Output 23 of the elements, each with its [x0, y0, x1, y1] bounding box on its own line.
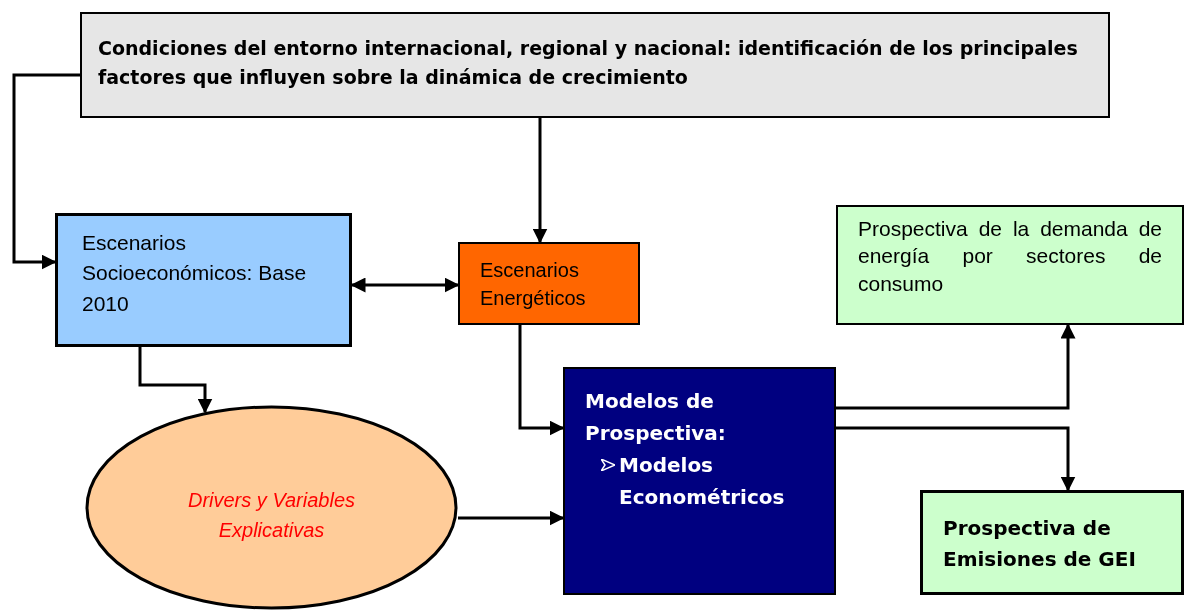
double-arrow: [350, 277, 460, 293]
arrow: [12, 73, 80, 270]
arrow: [532, 118, 548, 244]
process-box: [920, 490, 1184, 595]
arrow: [138, 347, 213, 414]
arrow: [458, 510, 565, 526]
process-box: [80, 12, 1110, 118]
node-text: Drivers y Variables Explicativas: [186, 488, 357, 543]
process-box: [55, 213, 352, 347]
node-text: Escenarios Socioeconómicos: Base 2010: [82, 230, 308, 317]
arrow: [836, 426, 1076, 492]
arrow: [518, 325, 565, 436]
node-text: Prospectiva de la demanda de energía por sectores de consumo: [858, 216, 1162, 297]
node-text: Escenarios Energéticos: [480, 258, 587, 311]
bullet-text: Modelos Econométricos: [619, 452, 786, 511]
node-text: Condiciones del entorno internacional, regional y nacional: identificación de los principales factores que influyen sobre la dinámica de crecimiento: [98, 36, 1079, 91]
process-box: [458, 242, 640, 325]
arrow: [836, 323, 1076, 410]
node-text: Prospectiva de Emisiones de GEI: [943, 515, 1137, 573]
box-heading: Modelos de Prospectiva:: [585, 388, 727, 447]
process-box: [563, 367, 836, 595]
ellipse-node: [85, 405, 458, 610]
process-box: [836, 205, 1184, 325]
